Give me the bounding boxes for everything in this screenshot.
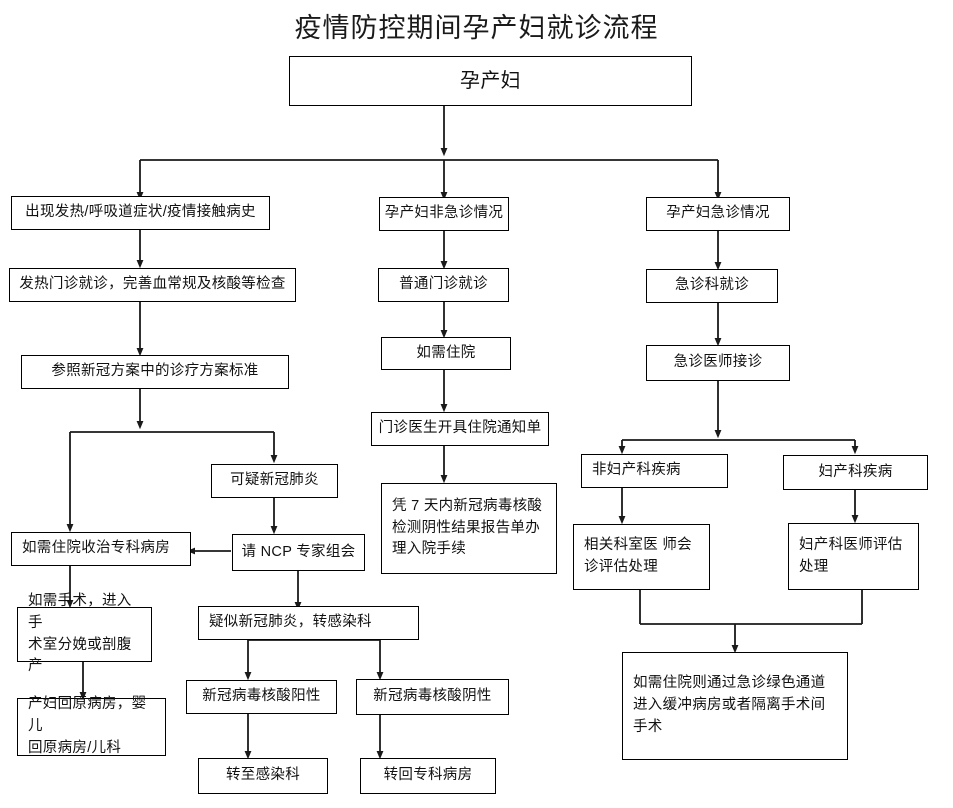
node-pcr-positive[interactable]: 新冠病毒核酸阳性 bbox=[186, 680, 337, 714]
node-emergency-doctor-label: 急诊医师接诊 bbox=[673, 354, 763, 371]
node-pcr-positive-label: 新冠病毒核酸阳性 bbox=[202, 688, 321, 705]
node-admission-procedure[interactable]: 凭 7 天内新冠病毒核酸 检测阴性结果报告单办 理入院手续 bbox=[381, 483, 557, 574]
node-suspected-covid[interactable]: 可疑新冠肺炎 bbox=[211, 464, 338, 498]
node-outpatient[interactable]: 普通门诊就诊 bbox=[378, 268, 509, 302]
node-green-channel[interactable]: 如需住院则通过急诊绿色通道 进入缓冲病房或者隔离手术间 手术 bbox=[622, 652, 848, 760]
node-obgyn[interactable]: 妇产科疾病 bbox=[783, 455, 928, 490]
node-emergency-dept-label: 急诊科就诊 bbox=[675, 277, 749, 294]
node-admission-note-label: 门诊医生开具住院通知单 bbox=[378, 420, 542, 437]
node-nonurgent[interactable]: 孕产妇非急诊情况 bbox=[379, 197, 509, 231]
node-need-admission-label: 如需住院 bbox=[416, 344, 476, 361]
node-back-specialty-ward-label: 转回专科病房 bbox=[383, 767, 473, 784]
node-obgyn-label: 妇产科疾病 bbox=[818, 463, 893, 480]
node-admission-note[interactable]: 门诊医生开具住院通知单 bbox=[371, 412, 549, 446]
node-non-obgyn-label: 非妇产科疾病 bbox=[592, 462, 681, 479]
node-back-to-ward[interactable]: 产妇回原病房，婴儿 回原病房/儿科 bbox=[17, 696, 166, 756]
node-ncp-panel-label: 请 NCP 专家组会 bbox=[241, 543, 356, 560]
node-ncp-standard[interactable]: 参照新冠方案中的诊疗方案标准 bbox=[21, 355, 289, 389]
node-surgery[interactable]: 如需手术，进入手 术室分娩或剖腹产 bbox=[17, 593, 152, 674]
node-back-to-ward-label: 产妇回原病房，婴儿 回原病房/儿科 bbox=[28, 696, 147, 756]
node-fever-clinic[interactable]: 发热门诊就诊，完善血常规及核酸等检查 bbox=[9, 268, 296, 302]
node-obgyn-eval[interactable]: 妇产科医师评估 处理 bbox=[788, 523, 919, 590]
node-emergency-dept[interactable]: 急诊科就诊 bbox=[646, 269, 778, 303]
node-fever[interactable]: 出现发热/呼吸道症状/疫情接触病史 bbox=[11, 196, 270, 230]
node-suspected-covid-label: 可疑新冠肺炎 bbox=[230, 472, 319, 489]
node-root[interactable]: 孕产妇 bbox=[289, 56, 692, 106]
node-need-admission[interactable]: 如需住院 bbox=[381, 337, 511, 370]
node-root-label: 孕产妇 bbox=[460, 70, 521, 92]
node-transfer-infectious-label: 疑似新冠肺炎，转感染科 bbox=[209, 614, 372, 631]
node-transfer-infectious[interactable]: 疑似新冠肺炎，转感染科 bbox=[198, 606, 419, 640]
node-ncp-standard-label: 参照新冠方案中的诊疗方案标准 bbox=[51, 363, 259, 380]
node-back-specialty-ward[interactable]: 转回专科病房 bbox=[360, 758, 496, 794]
node-outpatient-label: 普通门诊就诊 bbox=[399, 276, 488, 293]
node-fever-clinic-label: 发热门诊就诊，完善血常规及核酸等检查 bbox=[19, 276, 286, 293]
node-fever-label: 出现发热/呼吸道症状/疫情接触病史 bbox=[25, 204, 256, 221]
node-green-channel-label: 如需住院则通过急诊绿色通道 进入缓冲病房或者隔离手术间 手术 bbox=[633, 675, 826, 735]
node-admit-ward[interactable]: 如需住院收治专科病房 bbox=[11, 532, 191, 566]
node-obgyn-eval-label: 妇产科医师评估 处理 bbox=[799, 536, 903, 575]
node-emergency-doctor[interactable]: 急诊医师接诊 bbox=[646, 345, 790, 381]
node-admit-ward-label: 如需住院收治专科病房 bbox=[22, 540, 170, 557]
node-ncp-panel[interactable]: 请 NCP 专家组会 bbox=[232, 534, 365, 571]
node-dept-consult-label: 相关科室医 师会 诊评估处理 bbox=[584, 537, 692, 575]
node-dept-consult[interactable]: 相关科室医 师会 诊评估处理 bbox=[573, 524, 710, 590]
node-to-infectious-dept[interactable]: 转至感染科 bbox=[198, 758, 328, 794]
node-nonurgent-label: 孕产妇非急诊情况 bbox=[384, 205, 504, 222]
node-pcr-negative-label: 新冠病毒核酸阴性 bbox=[373, 688, 492, 705]
node-urgent[interactable]: 孕产妇急诊情况 bbox=[646, 197, 790, 231]
node-urgent-label: 孕产妇急诊情况 bbox=[666, 205, 770, 222]
node-admission-procedure-label: 凭 7 天内新冠病毒核酸 检测阴性结果报告单办 理入院手续 bbox=[392, 497, 543, 558]
page-title: 疫情防控期间孕产妇就诊流程 bbox=[294, 13, 659, 44]
node-surgery-label: 如需手术，进入手 术室分娩或剖腹产 bbox=[28, 593, 132, 675]
node-non-obgyn[interactable]: 非妇产科疾病 bbox=[581, 454, 728, 488]
node-pcr-negative[interactable]: 新冠病毒核酸阴性 bbox=[356, 679, 509, 715]
node-to-infectious-dept-label: 转至感染科 bbox=[226, 767, 300, 784]
